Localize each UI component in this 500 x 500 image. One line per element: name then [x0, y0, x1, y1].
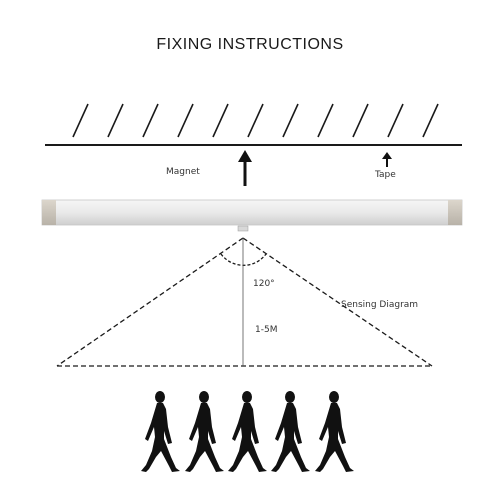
sensing-diagram: [56, 237, 433, 367]
magnet-arrow-icon: [238, 150, 252, 186]
tape-arrow-icon: [382, 152, 392, 167]
page-title: FIXING INSTRUCTIONS: [156, 36, 344, 53]
ceiling: [45, 103, 462, 146]
light-bar: [41, 199, 463, 232]
walking-person-icon: [185, 391, 224, 472]
magnet-label: Magnet: [166, 167, 200, 177]
walking-people: [141, 391, 354, 472]
motion-sensor: [237, 225, 249, 232]
walking-person-icon: [228, 391, 267, 472]
angle-arc: [220, 253, 267, 266]
bar-end-cap-left: [42, 200, 56, 225]
bar-end-cap-right: [448, 200, 462, 225]
distance-label: 1-5M: [255, 325, 278, 335]
angle-label: 120°: [253, 279, 275, 289]
walking-person-icon: [271, 391, 310, 472]
walking-person-icon: [141, 391, 180, 472]
walking-person-icon: [315, 391, 354, 472]
sensing-diagram-label: Sensing Diagram: [341, 300, 419, 310]
tape-label: Tape: [375, 170, 396, 180]
